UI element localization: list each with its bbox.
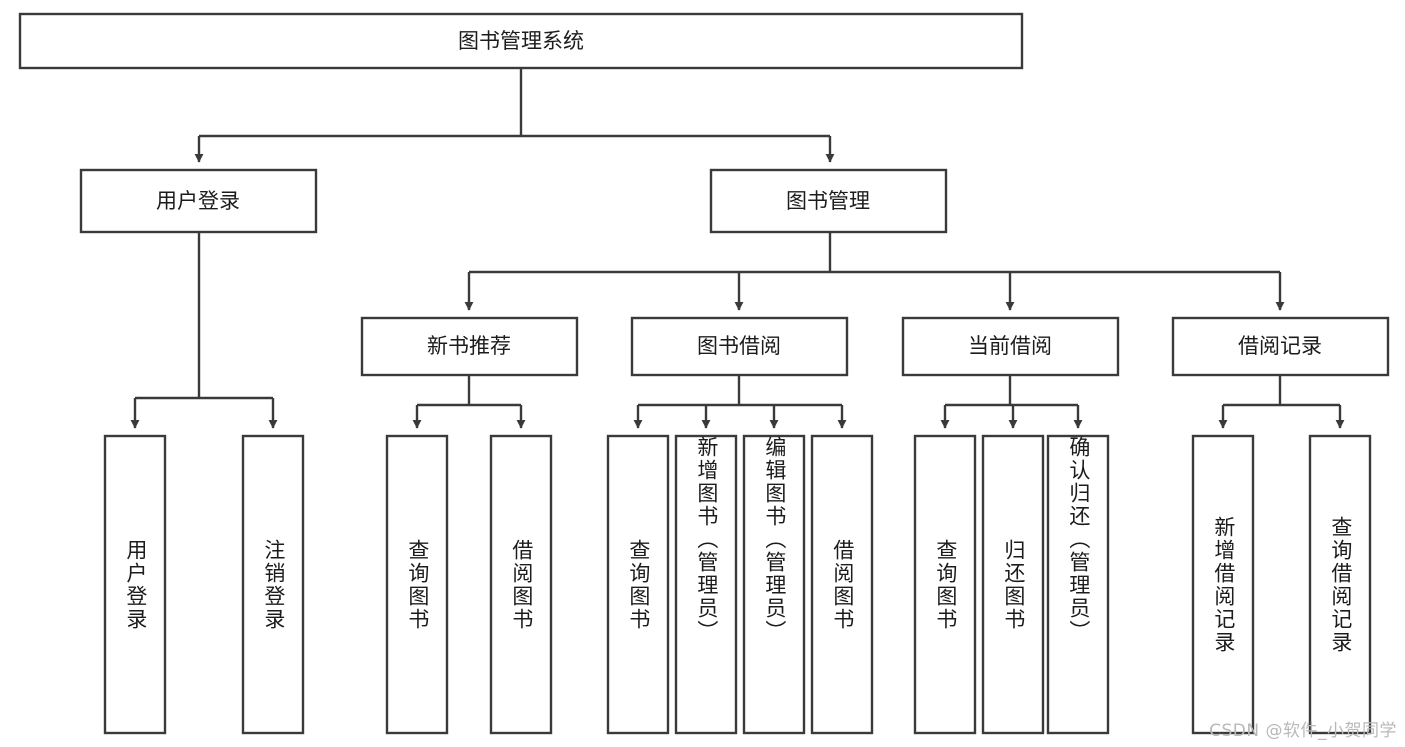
node-box-leaf-query-book-1[interactable] xyxy=(385,434,449,735)
edge-group-user-login xyxy=(130,232,278,429)
label-current-borrow: 当前借阅 xyxy=(968,334,1052,358)
node-box-leaf-logout[interactable] xyxy=(241,434,305,735)
label-borrow-record: 借阅记录 xyxy=(1238,334,1322,358)
label-book-manage: 图书管理 xyxy=(786,189,870,213)
edge-group-new-book-rec xyxy=(412,375,526,429)
edge-group-borrow-record xyxy=(1218,375,1345,429)
node-box-leaf-return-book[interactable] xyxy=(981,434,1045,735)
node-box-leaf-edit-book[interactable] xyxy=(742,434,806,735)
node-box-leaf-query-book-2[interactable] xyxy=(606,434,670,735)
node-box-leaf-user-login[interactable] xyxy=(103,434,167,735)
node-box-borrow-record[interactable] xyxy=(1171,316,1390,377)
node-box-book-manage[interactable] xyxy=(709,168,948,234)
node-box-leaf-query-book-3[interactable] xyxy=(913,434,977,735)
watermark-text: CSDN @软件_小贺同学 xyxy=(1209,721,1397,741)
label-book-borrow: 图书借阅 xyxy=(697,334,781,358)
node-box-leaf-confirm-return[interactable] xyxy=(1046,434,1110,735)
node-box-leaf-query-record[interactable] xyxy=(1308,434,1372,735)
node-box-leaf-add-book[interactable] xyxy=(674,434,738,735)
node-box-leaf-borrow-book-1[interactable] xyxy=(489,434,553,735)
edge-group-book-manage xyxy=(464,232,1285,311)
node-box-leaf-add-record[interactable] xyxy=(1191,434,1255,735)
label-root: 图书管理系统 xyxy=(458,29,584,53)
node-box-new-book-rec[interactable] xyxy=(360,316,579,377)
node-box-current-borrow[interactable] xyxy=(901,316,1120,377)
label-user-login: 用户登录 xyxy=(156,189,240,213)
edge-group-root xyxy=(194,68,835,163)
node-box-root[interactable] xyxy=(18,12,1024,70)
edge-group-current-borrow xyxy=(940,375,1083,429)
edge-group-book-borrow xyxy=(633,375,847,429)
node-box-user-login[interactable] xyxy=(79,168,318,234)
node-box-leaf-borrow-book-2[interactable] xyxy=(810,434,874,735)
label-new-book-rec: 新书推荐 xyxy=(427,334,511,358)
node-box-book-borrow[interactable] xyxy=(630,316,849,377)
